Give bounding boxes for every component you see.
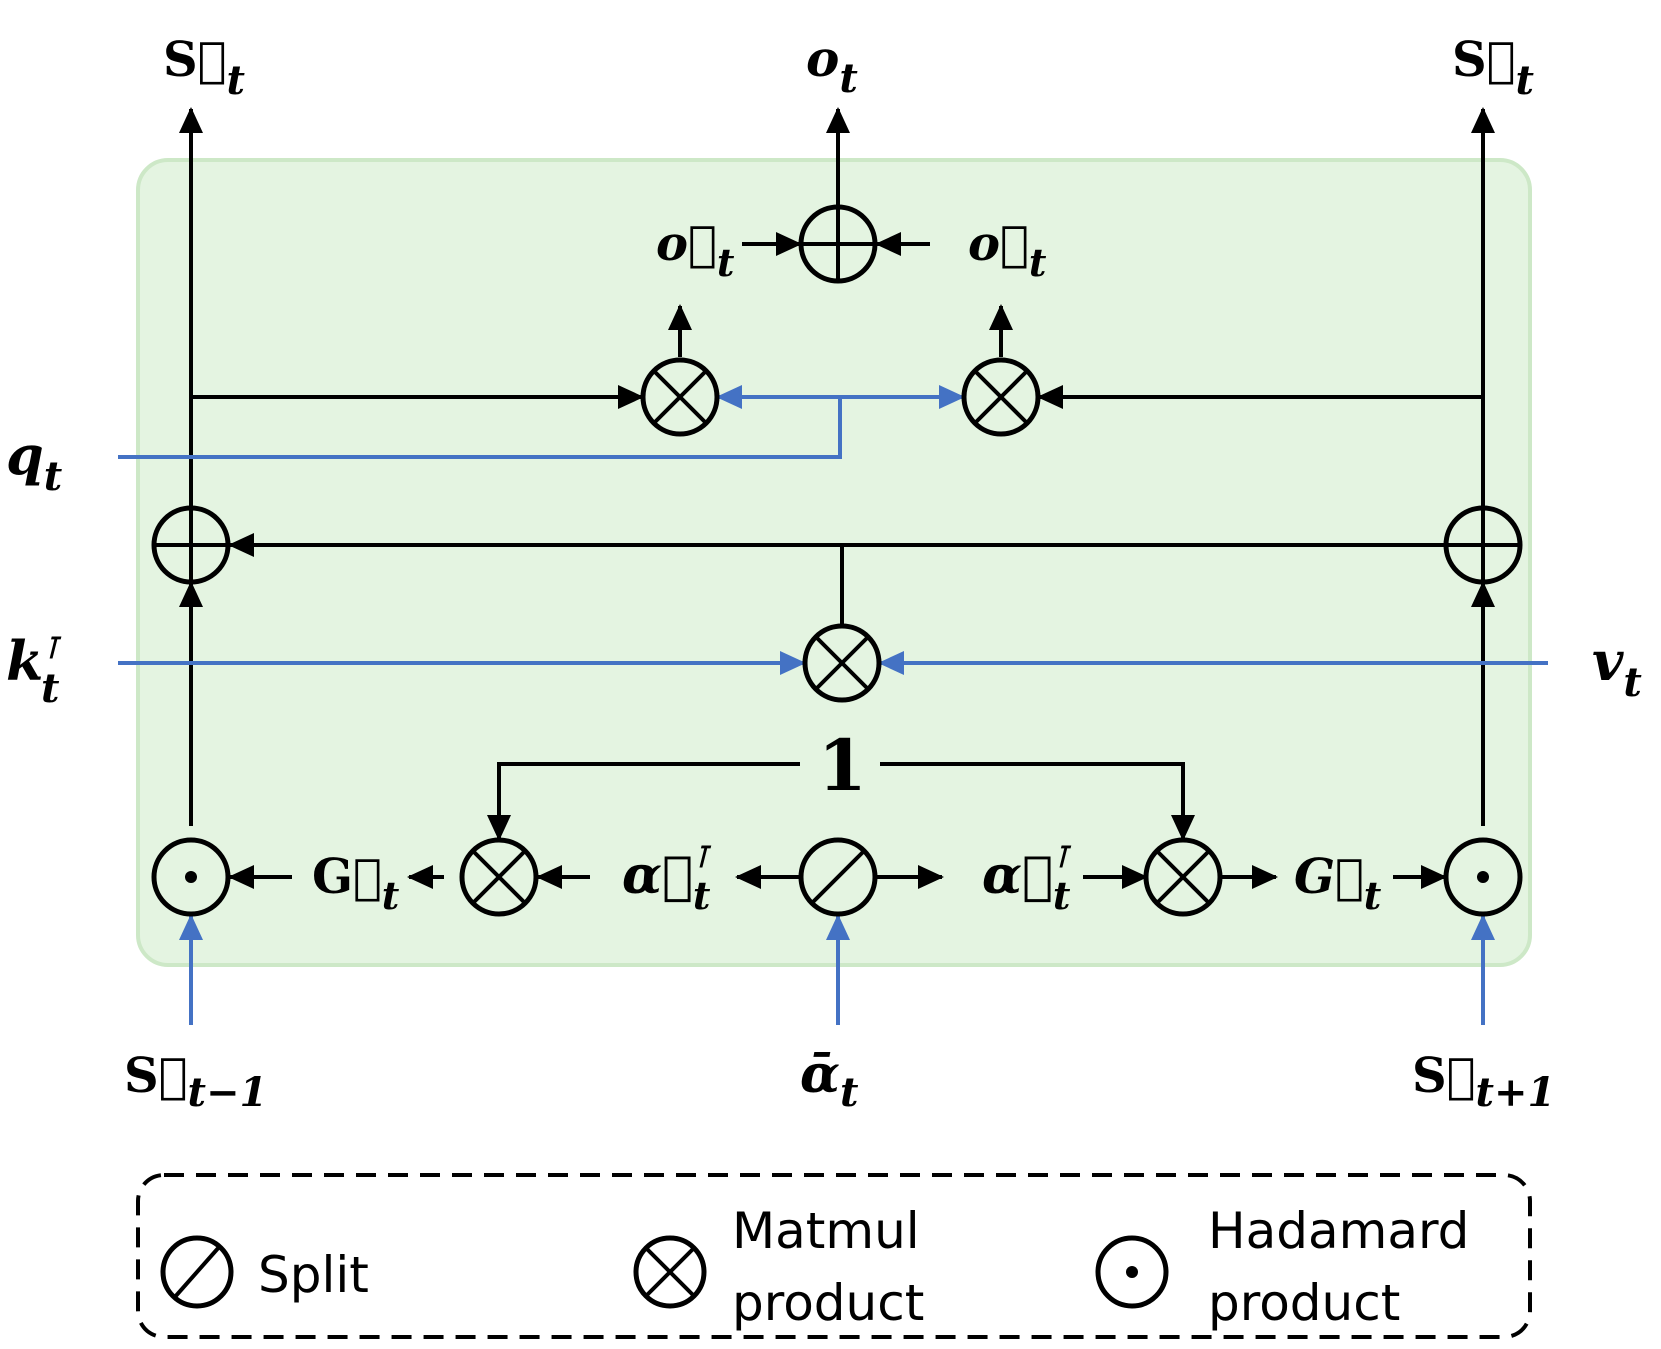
q-input-line xyxy=(118,397,842,459)
split-operator xyxy=(798,837,878,917)
label-alpha-forward: α⃗⊺t xyxy=(622,840,712,918)
label-o-forward: o⃗t xyxy=(656,216,735,285)
backward-hadamard-operator xyxy=(1443,837,1523,917)
one-to-fwd-matmul xyxy=(487,762,800,841)
legend-matmul-label-line2: product xyxy=(732,1274,924,1332)
label-g-forward: G⃗t xyxy=(312,849,400,918)
output-add-operator xyxy=(798,204,878,284)
legend-split-label: Split xyxy=(258,1246,369,1304)
query-matmul-backward-operator xyxy=(961,357,1041,437)
label-alpha-backward: α⃖⊺t xyxy=(982,840,1072,918)
legend-matmul-label-line1: Matmul xyxy=(732,1202,920,1260)
label-s-backward-in: S⃖t+1 xyxy=(1412,1048,1555,1116)
query-matmul-forward-operator xyxy=(640,357,720,437)
legend-matmul-icon xyxy=(633,1235,707,1309)
legend-hadamard-label-line1: Hadamard xyxy=(1208,1202,1469,1260)
label-o-out: ot xyxy=(806,29,858,102)
kv-matmul-operator xyxy=(802,623,882,703)
label-s-forward-in: S⃗t−1 xyxy=(124,1048,267,1116)
alpha-fwd-matmul-operator xyxy=(459,837,539,917)
forward-state-add-operator xyxy=(151,505,231,585)
one-to-bwd-matmul xyxy=(880,762,1195,841)
label-one: 1 xyxy=(818,724,867,807)
legend-hadamard-icon xyxy=(1095,1235,1169,1309)
legend-hadamard-label-line2: product xyxy=(1208,1274,1400,1332)
label-o-backward: o⃖t xyxy=(968,216,1047,285)
label-q: qt xyxy=(6,423,63,500)
alpha-bwd-matmul-operator xyxy=(1143,837,1223,917)
forward-hadamard-operator xyxy=(151,837,231,917)
label-g-backward: G⃖t xyxy=(1294,849,1382,918)
backward-state-add-operator xyxy=(1443,505,1523,585)
label-k: k⊺t xyxy=(6,629,62,712)
legend-split-icon xyxy=(160,1235,234,1309)
label-alpha-bar: ᾱt xyxy=(800,1044,859,1116)
label-s-forward-out: S⃗t xyxy=(163,32,245,104)
label-v: vt xyxy=(1592,629,1642,706)
label-s-backward-out: S⃖t xyxy=(1452,32,1534,104)
